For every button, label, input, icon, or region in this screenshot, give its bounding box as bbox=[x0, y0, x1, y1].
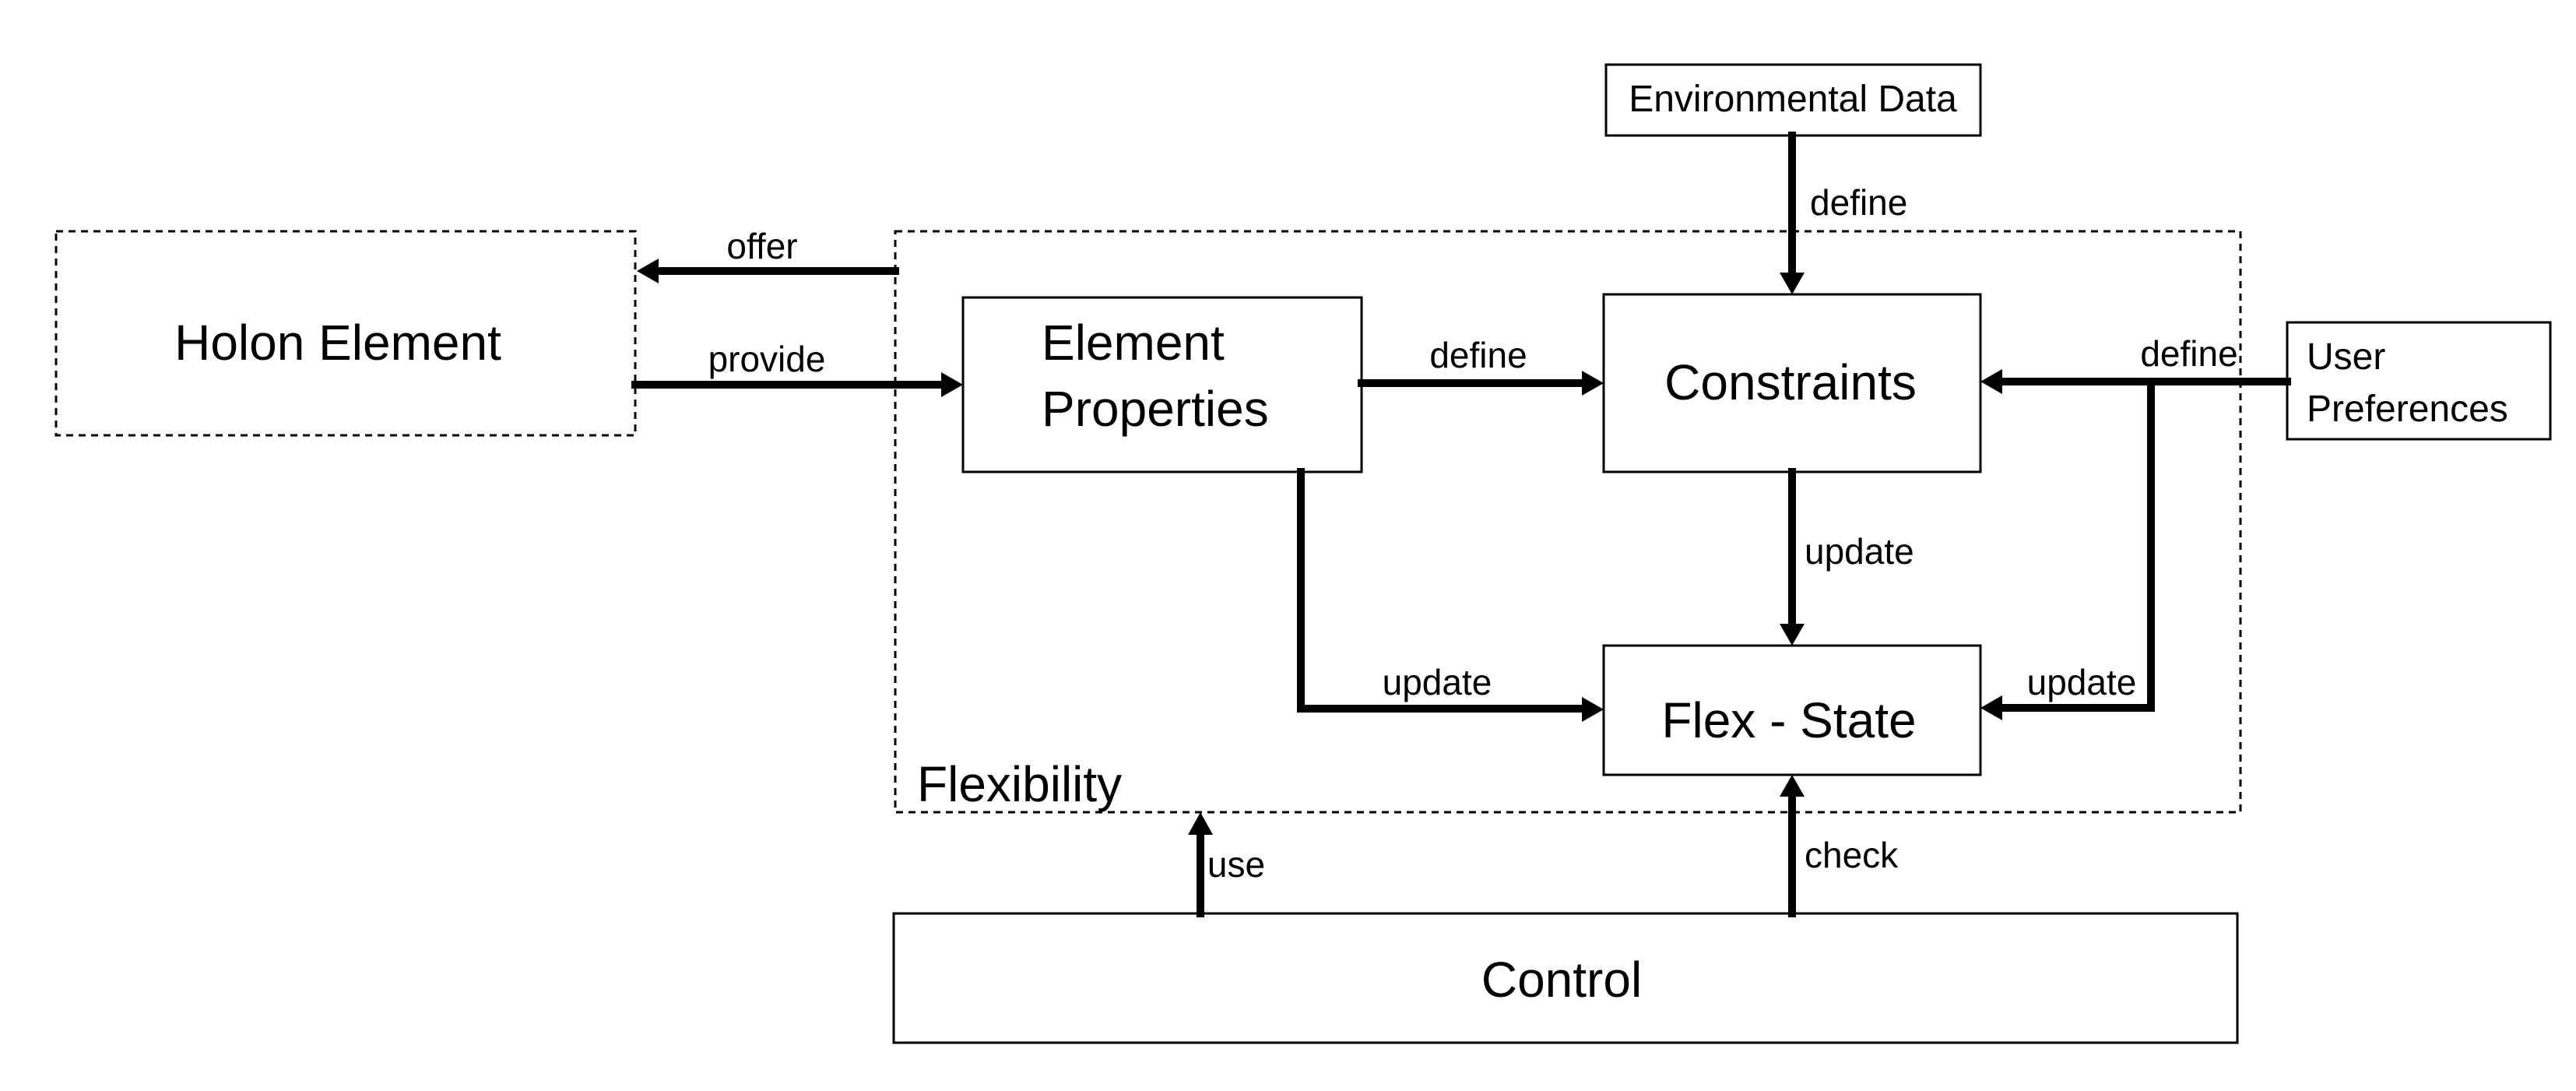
update-props-label: update bbox=[1383, 662, 1492, 702]
offer-label: offer bbox=[726, 226, 797, 266]
update-constraints-label: update bbox=[1805, 531, 1914, 572]
check-arrow bbox=[1780, 775, 1805, 917]
provide-label: provide bbox=[708, 339, 826, 379]
define-user-arrow bbox=[1980, 369, 2291, 394]
flexibility-label: Flexibility bbox=[917, 756, 1122, 812]
user-preferences-box bbox=[2286, 321, 2552, 441]
update-user-arrow bbox=[1980, 378, 2155, 720]
element-properties-label-line1: Element bbox=[1042, 315, 1225, 371]
holon-element-label: Holon Element bbox=[174, 315, 501, 371]
define-env-arrow bbox=[1780, 132, 1805, 294]
offer-arrow bbox=[637, 259, 899, 283]
environmental-data-label: Environmental Data bbox=[1629, 79, 1957, 120]
provide-arrow bbox=[631, 372, 963, 397]
element-properties-label-line2: Properties bbox=[1042, 381, 1269, 437]
constraints-label: Constraints bbox=[1664, 354, 1917, 410]
update-constraints-arrow bbox=[1780, 468, 1805, 646]
check-label: check bbox=[1805, 835, 1899, 875]
update-props-arrow bbox=[1297, 468, 1604, 722]
define-props-arrow bbox=[1358, 371, 1604, 396]
holon-element-box bbox=[54, 230, 637, 437]
define-env-label: define bbox=[1810, 182, 1907, 223]
user-preferences-label-line2: Preferences bbox=[2307, 389, 2508, 430]
use-arrow bbox=[1188, 812, 1213, 917]
control-box bbox=[892, 912, 2239, 1044]
flex-state-box bbox=[1602, 644, 1982, 776]
flex-state-label: Flex - State bbox=[1661, 692, 1916, 748]
flexibility-container bbox=[894, 230, 2242, 814]
environmental-data-box bbox=[1604, 63, 1982, 137]
user-preferences-label-line1: User bbox=[2307, 336, 2385, 378]
use-label: use bbox=[1207, 844, 1265, 885]
control-label: Control bbox=[1481, 952, 1642, 1008]
define-props-label: define bbox=[1429, 335, 1527, 375]
define-user-label: define bbox=[2140, 333, 2237, 374]
update-user-label: update bbox=[2027, 662, 2137, 702]
